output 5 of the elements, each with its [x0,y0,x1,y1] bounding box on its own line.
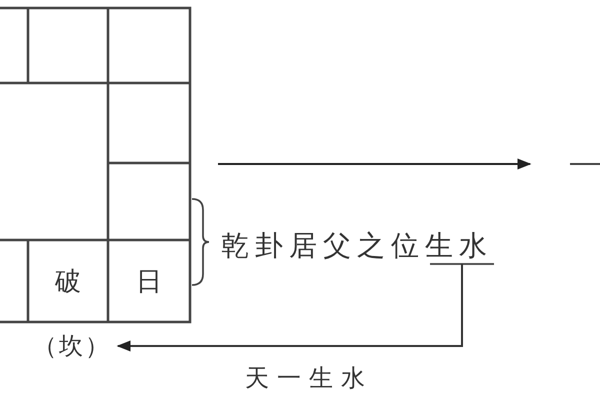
grid-cell: 破 [29,241,107,321]
text-label: （坎） [30,328,114,364]
arrow [116,264,463,352]
grid-cell: 日 [109,241,189,321]
text-label: 乾卦居父之位生水 [212,228,502,264]
